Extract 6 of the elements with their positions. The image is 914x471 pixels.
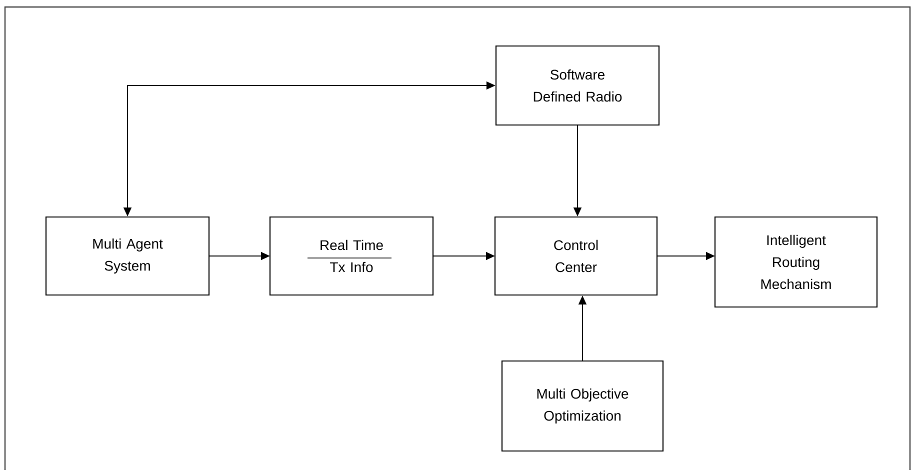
process-box: Real Time Tx Info bbox=[269, 216, 434, 296]
process-box: Intelligent Routing Mechanism bbox=[714, 216, 878, 308]
process-box: Control Center bbox=[494, 216, 658, 296]
process-box: Software Defined Radio bbox=[495, 45, 660, 126]
process-box: Multi Agent System bbox=[45, 216, 210, 296]
process-box: Multi Objective Optimization bbox=[501, 360, 664, 452]
